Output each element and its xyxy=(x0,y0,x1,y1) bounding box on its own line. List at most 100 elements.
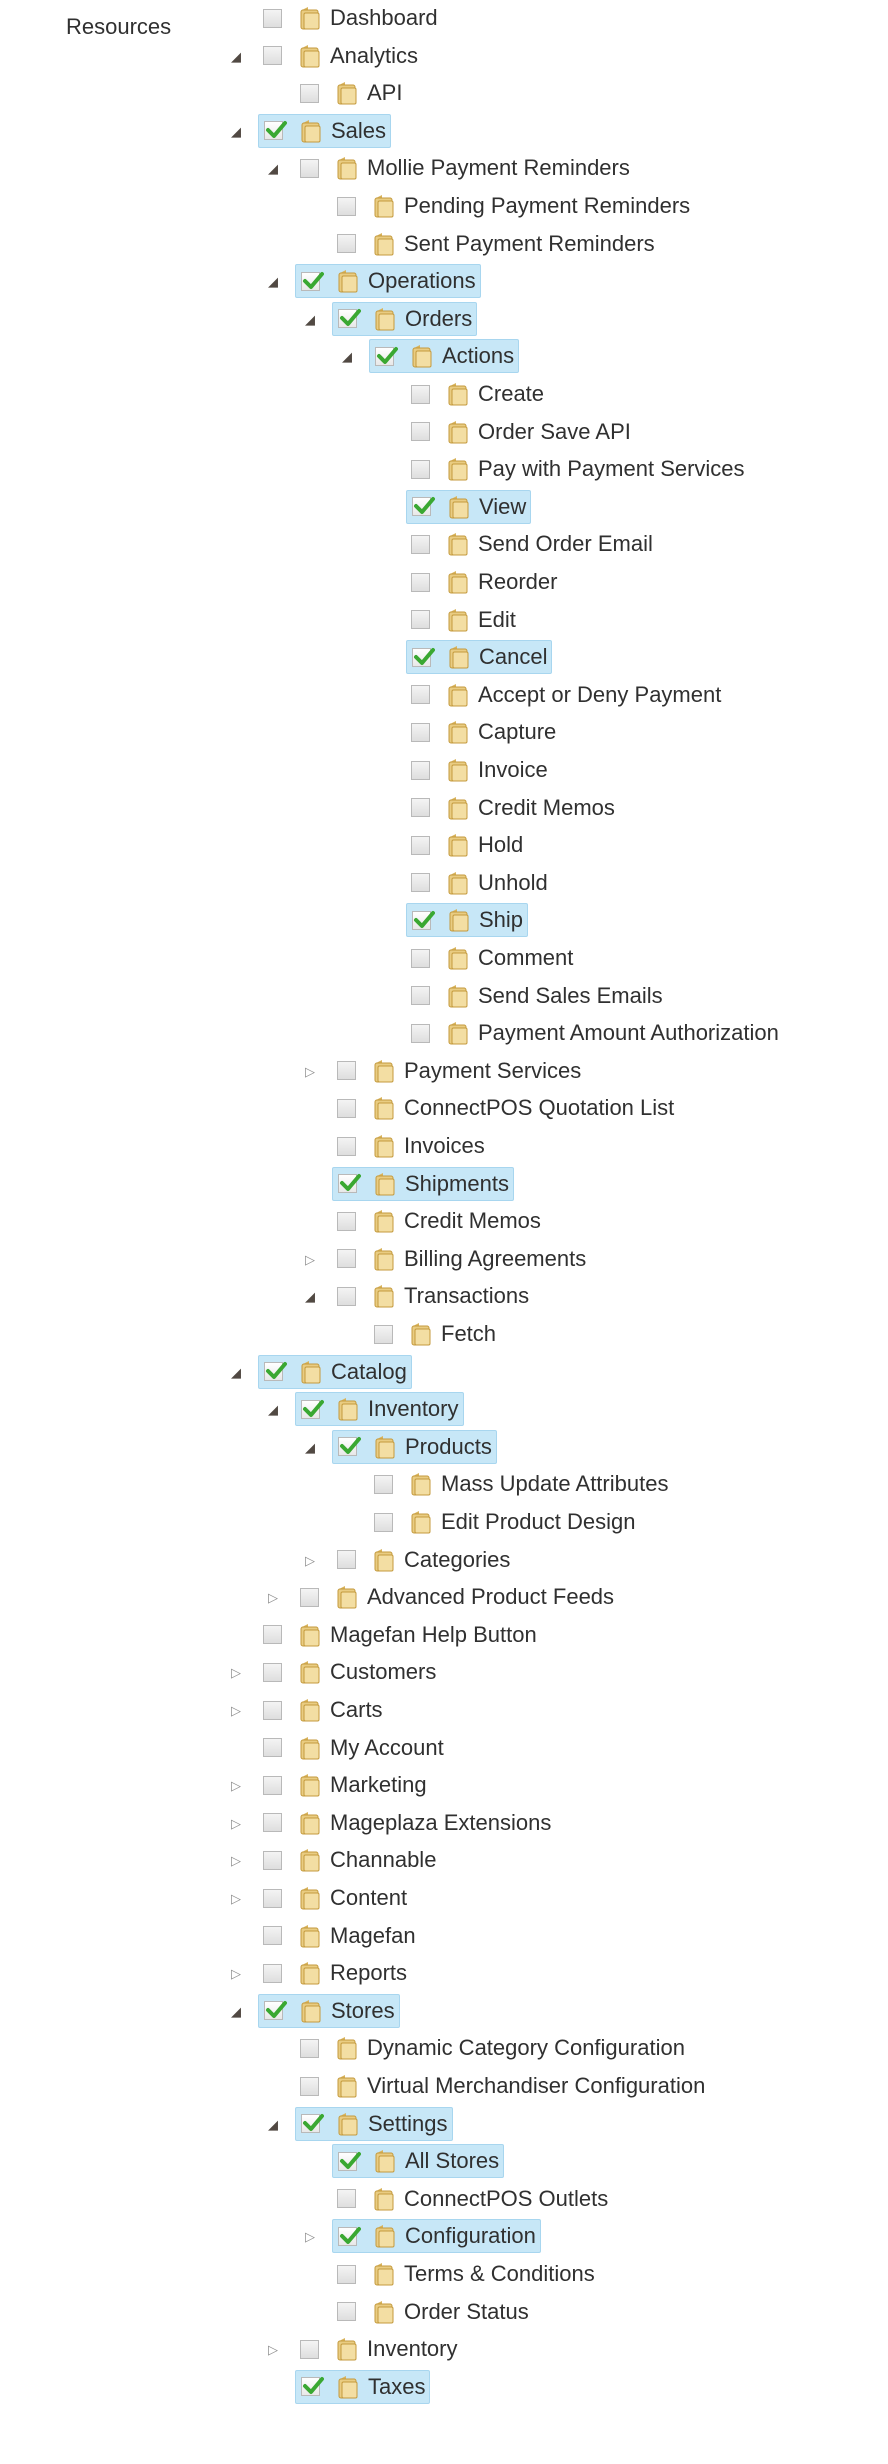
checkbox[interactable] xyxy=(411,572,430,592)
triangle-right-icon[interactable]: ▷ xyxy=(305,1552,315,1568)
triangle-right-icon[interactable]: ▷ xyxy=(231,1778,241,1794)
tree-node[interactable]: Fetch xyxy=(369,1318,500,1350)
tree-node[interactable]: Reports xyxy=(258,1957,411,1989)
triangle-right-icon[interactable]: ▷ xyxy=(231,1966,241,1982)
check-icon[interactable] xyxy=(338,1437,361,1457)
tree-node[interactable]: Magefan xyxy=(258,1920,420,1952)
check-icon[interactable] xyxy=(301,271,324,291)
tree-node[interactable]: Capture xyxy=(406,716,560,748)
checkbox[interactable] xyxy=(411,384,430,404)
checkbox[interactable] xyxy=(263,1926,282,1946)
tree-node[interactable]: Configuration xyxy=(332,2219,541,2254)
checkbox[interactable] xyxy=(374,1324,393,1344)
checkbox[interactable] xyxy=(337,2189,356,2209)
tree-node[interactable]: Payment Services xyxy=(332,1055,585,1087)
tree-node[interactable]: Unhold xyxy=(406,867,552,899)
checkbox[interactable] xyxy=(337,1061,356,1081)
tree-node[interactable]: Marketing xyxy=(258,1769,431,1801)
checkbox[interactable] xyxy=(411,835,430,855)
triangle-right-icon[interactable]: ▷ xyxy=(231,1853,241,1869)
check-icon[interactable] xyxy=(412,910,435,930)
tree-node[interactable]: Actions xyxy=(369,339,520,374)
tree-node[interactable]: API xyxy=(295,77,406,109)
triangle-right-icon[interactable]: ▷ xyxy=(231,1665,241,1681)
check-icon[interactable] xyxy=(338,309,361,329)
tree-node[interactable]: Billing Agreements xyxy=(332,1243,590,1275)
checkbox[interactable] xyxy=(300,2038,319,2058)
check-icon[interactable] xyxy=(338,1174,361,1194)
triangle-right-icon[interactable]: ▷ xyxy=(268,2342,278,2358)
tree-node[interactable]: Catalog xyxy=(258,1354,412,1389)
checkbox[interactable] xyxy=(337,1249,356,1269)
tree-node[interactable]: Hold xyxy=(406,829,527,861)
tree-node[interactable]: Magefan Help Button xyxy=(258,1619,541,1651)
tree-node[interactable]: All Stores xyxy=(332,2144,505,2179)
tree-node[interactable]: Invoice xyxy=(406,754,552,786)
checkbox[interactable] xyxy=(300,1587,319,1607)
checkbox[interactable] xyxy=(263,1662,282,1682)
triangle-down-icon[interactable]: ◢ xyxy=(231,2003,241,2019)
triangle-down-icon[interactable]: ◢ xyxy=(231,1364,241,1380)
check-icon[interactable] xyxy=(412,647,435,667)
tree-node[interactable]: Credit Memos xyxy=(406,792,619,824)
checkbox[interactable] xyxy=(263,1775,282,1795)
triangle-down-icon[interactable]: ◢ xyxy=(305,311,315,327)
tree-node[interactable]: Orders xyxy=(332,301,478,336)
tree-node[interactable]: Mollie Payment Reminders xyxy=(295,152,634,184)
tree-node[interactable]: Virtual Merchandiser Configuration xyxy=(295,2070,709,2102)
triangle-right-icon[interactable]: ▷ xyxy=(305,2229,315,2245)
checkbox[interactable] xyxy=(337,234,356,254)
triangle-down-icon[interactable]: ◢ xyxy=(305,1439,315,1455)
tree-node[interactable]: Inventory xyxy=(295,1392,464,1427)
tree-node[interactable]: Customers xyxy=(258,1656,440,1688)
triangle-right-icon[interactable]: ▷ xyxy=(305,1063,315,1079)
check-icon[interactable] xyxy=(264,121,287,141)
tree-node[interactable]: Settings xyxy=(295,2106,453,2141)
triangle-down-icon[interactable]: ◢ xyxy=(231,48,241,64)
tree-node[interactable]: Terms & Conditions xyxy=(332,2258,599,2290)
tree-node[interactable]: Payment Amount Authorization xyxy=(406,1017,783,1049)
triangle-down-icon[interactable]: ◢ xyxy=(268,274,278,290)
check-icon[interactable] xyxy=(301,2377,324,2397)
tree-node[interactable]: Sales xyxy=(258,113,392,148)
checkbox[interactable] xyxy=(263,1813,282,1833)
checkbox[interactable] xyxy=(263,1850,282,1870)
tree-node[interactable]: Stores xyxy=(258,1993,400,2028)
tree-node[interactable]: Taxes xyxy=(295,2369,431,2404)
tree-node[interactable]: Send Sales Emails xyxy=(406,980,667,1012)
checkbox[interactable] xyxy=(337,1550,356,1570)
tree-node[interactable]: Credit Memos xyxy=(332,1205,545,1237)
triangle-right-icon[interactable]: ▷ xyxy=(268,1590,278,1606)
checkbox[interactable] xyxy=(411,948,430,968)
tree-node[interactable]: Pay with Payment Services xyxy=(406,453,749,485)
checkbox[interactable] xyxy=(411,422,430,442)
tree-node[interactable]: ConnectPOS Outlets xyxy=(332,2183,612,2215)
tree-node[interactable]: Analytics xyxy=(258,40,422,72)
tree-node[interactable]: Reorder xyxy=(406,566,561,598)
checkbox[interactable] xyxy=(263,1888,282,1908)
checkbox[interactable] xyxy=(300,2339,319,2359)
tree-node[interactable]: Categories xyxy=(332,1544,514,1576)
tree-node[interactable]: Invoices xyxy=(332,1130,489,1162)
tree-node[interactable]: Transactions xyxy=(332,1280,533,1312)
tree-node[interactable]: Dynamic Category Configuration xyxy=(295,2032,689,2064)
tree-node[interactable]: Sent Payment Reminders xyxy=(332,228,659,260)
checkbox[interactable] xyxy=(411,986,430,1006)
checkbox[interactable] xyxy=(411,610,430,630)
triangle-down-icon[interactable]: ◢ xyxy=(268,161,278,177)
check-icon[interactable] xyxy=(264,1362,287,1382)
tree-node[interactable]: Advanced Product Feeds xyxy=(295,1581,618,1613)
checkbox[interactable] xyxy=(263,1625,282,1645)
tree-node[interactable]: Shipments xyxy=(332,1166,514,1201)
checkbox[interactable] xyxy=(411,798,430,818)
tree-node[interactable]: Pending Payment Reminders xyxy=(332,190,694,222)
checkbox[interactable] xyxy=(263,8,282,28)
checkbox[interactable] xyxy=(337,2302,356,2322)
checkbox[interactable] xyxy=(411,685,430,705)
checkbox[interactable] xyxy=(337,1136,356,1156)
check-icon[interactable] xyxy=(264,2001,287,2021)
tree-node[interactable]: Comment xyxy=(406,942,577,974)
tree-node[interactable]: My Account xyxy=(258,1732,448,1764)
checkbox[interactable] xyxy=(263,1700,282,1720)
tree-node[interactable]: Channable xyxy=(258,1844,440,1876)
